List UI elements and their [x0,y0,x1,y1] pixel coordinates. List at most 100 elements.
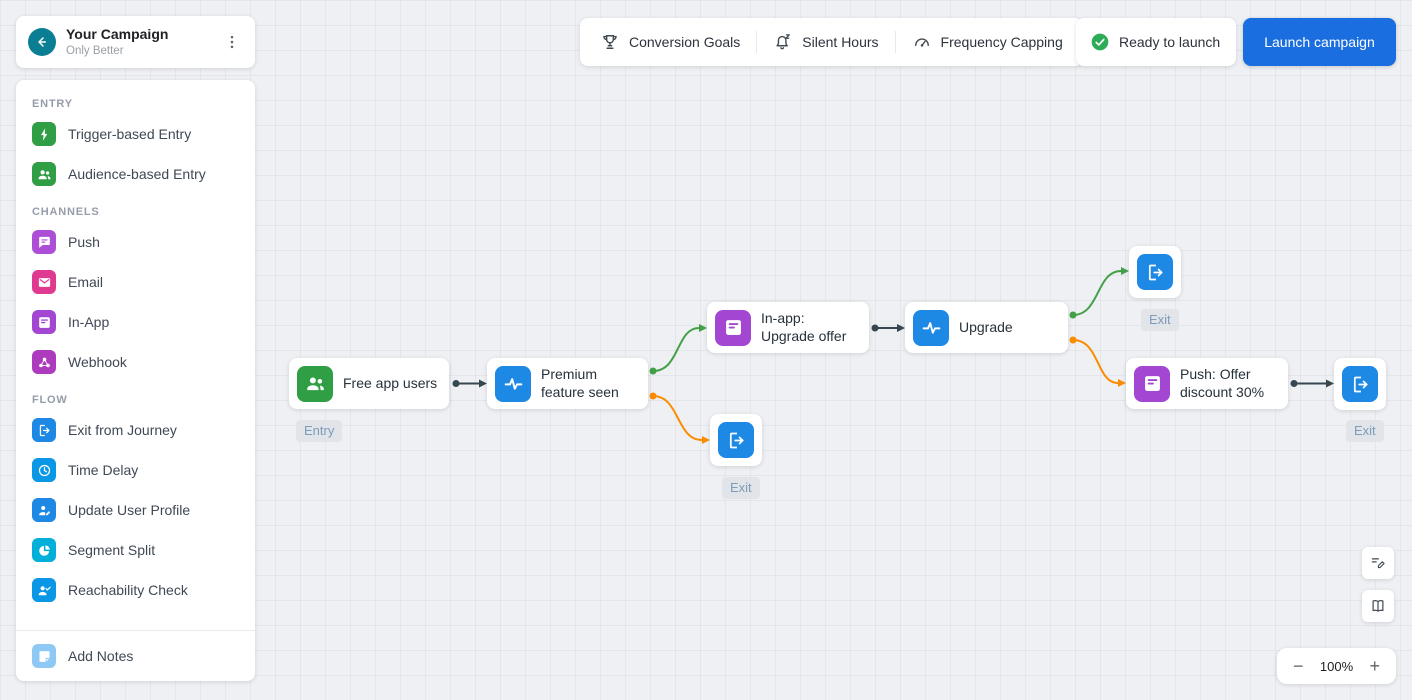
sidebar-item-label: Add Notes [68,648,134,664]
push-notification-icon [32,230,56,254]
sidebar-item-label: Time Delay [68,462,139,478]
connector-premium-to-exit [649,392,710,444]
section-title-entry: ENTRY [32,98,73,110]
sidebar-item-exit-from-journey[interactable]: Exit from Journey [32,410,239,450]
journey-legend-button[interactable] [1362,590,1394,622]
silent-hours-button[interactable]: Silent Hours [757,18,894,66]
activity-icon [495,365,531,402]
open-book-icon [1372,600,1384,612]
in-app-icon [715,309,751,346]
campaign-title: Your Campaign [66,26,169,43]
ready-to-launch-status[interactable]: Ready to launch [1076,18,1236,66]
sidebar-item-reachability-check[interactable]: Reachability Check [32,570,239,610]
exit-badge: Exit [1141,309,1179,331]
sidebar-item-label: Push [68,234,100,250]
connector-arrowhead [1121,267,1129,275]
user-edit-icon [32,498,56,522]
zoom-in-button[interactable]: + [1365,655,1384,677]
connector-port [649,367,657,375]
zoom-control: − 100% + [1277,648,1396,684]
frequency-capping-button[interactable]: Frequency Capping [896,18,1079,66]
connector-port [1290,380,1298,387]
sidebar-item-label: Exit from Journey [68,422,177,438]
campaign-menu-button[interactable] [219,29,245,55]
back-button[interactable] [28,28,56,56]
pencil-list-icon [1371,558,1385,569]
sidebar-item-label: Reachability Check [68,582,188,598]
node-upgrade[interactable]: Upgrade [905,302,1068,353]
conversion-goals-button[interactable]: Conversion Goals [584,18,756,66]
back-arrow-icon [38,37,47,47]
activity-icon [913,309,949,346]
node-free-app-users[interactable]: Free app users [289,358,449,409]
silent-hours-label: Silent Hours [802,34,879,50]
node-label: Free app users [343,374,438,391]
connector-port [452,380,460,387]
connector-line [652,395,703,441]
node-label: Upgrade [959,318,1013,335]
connector-arrowhead [1118,379,1126,387]
node-exit-top[interactable] [1129,246,1181,298]
sidebar-item-webhook[interactable]: Webhook [32,342,239,382]
connector-arrowhead [702,436,710,444]
connector-arrowhead [1326,379,1334,388]
connector-port [649,392,657,400]
exit-badge: Exit [1346,420,1384,442]
campaign-settings-toolbar: Conversion Goals Silent Hours Frequency … [580,18,1083,66]
note-icon [32,644,56,668]
exit-icon [32,418,56,442]
connector-arrowhead [897,324,905,332]
sidebar-item-label: Segment Split [68,542,156,558]
entry-badge: Entry [296,420,343,442]
node-push-offer-discount[interactable]: Push: Offer discount 30% [1126,358,1288,409]
campaign-header-card: Your Campaign Only Better [16,16,255,68]
zoom-level: 100% [1319,658,1354,674]
audience-icon [297,365,333,402]
sidebar-item-add-notes[interactable]: Add Notes [32,636,239,676]
split-icon [32,538,56,562]
node-palette-sidebar: ENTRY Trigger-based Entry Audience-based… [16,80,255,681]
connector-arrowhead [479,379,487,388]
node-palette-body: ENTRY Trigger-based Entry Audience-based… [16,86,255,630]
conversion-goals-label: Conversion Goals [629,34,741,50]
campaign-subtitle: Only Better [66,44,124,57]
connector-premium-to-inapp [649,324,707,375]
sidebar-item-push[interactable]: Push [32,222,239,262]
node-label: In-app: Upgrade offer [761,310,847,344]
node-premium-feature-seen[interactable]: Premium feature seen [487,358,648,409]
sidebar-item-trigger-based-entry[interactable]: Trigger-based Entry [32,114,239,154]
exit-icon [718,422,754,458]
connector-push-to-exit [1290,379,1334,388]
connector-entry-to-premium [452,379,487,388]
connector-upgrade-to-push [1069,336,1126,387]
zoom-out-button[interactable]: − [1289,655,1308,677]
connector-arrowhead [699,324,707,332]
bell-snooze-icon [776,34,791,50]
node-inapp-upgrade-offer[interactable]: In-app: Upgrade offer [707,302,869,353]
toolbar-divider [756,31,758,53]
sidebar-item-in-app[interactable]: In-App [32,302,239,342]
connector-port [871,324,879,332]
node-exit-right[interactable] [1334,358,1386,410]
sidebar-item-audience-based-entry[interactable]: Audience-based Entry [32,154,239,194]
sidebar-item-email[interactable]: Email [32,262,239,302]
sidebar-item-update-user-profile[interactable]: Update User Profile [32,490,239,530]
webhook-icon [32,350,56,374]
exit-badge: Exit [722,477,760,499]
in-app-icon [1134,365,1170,402]
node-exit-bottom[interactable] [710,414,762,466]
sidebar-item-segment-split[interactable]: Segment Split [32,530,239,570]
launch-campaign-button[interactable]: Launch campaign [1243,18,1396,66]
sidebar-item-label: Trigger-based Entry [68,126,192,142]
kebab-menu-icon [230,35,234,49]
sidebar-item-time-delay[interactable]: Time Delay [32,450,239,490]
node-label: Push: Offer discount 30% [1180,366,1265,400]
exit-icon [1137,254,1173,290]
audience-icon [32,162,56,186]
connector-line [1072,270,1122,316]
sidebar-item-label: Email [68,274,104,290]
edit-notes-button[interactable] [1362,547,1394,579]
sidebar-footer: Add Notes [16,630,255,681]
sidebar-item-label: In-App [68,314,110,330]
check-circle-icon [1091,33,1109,51]
